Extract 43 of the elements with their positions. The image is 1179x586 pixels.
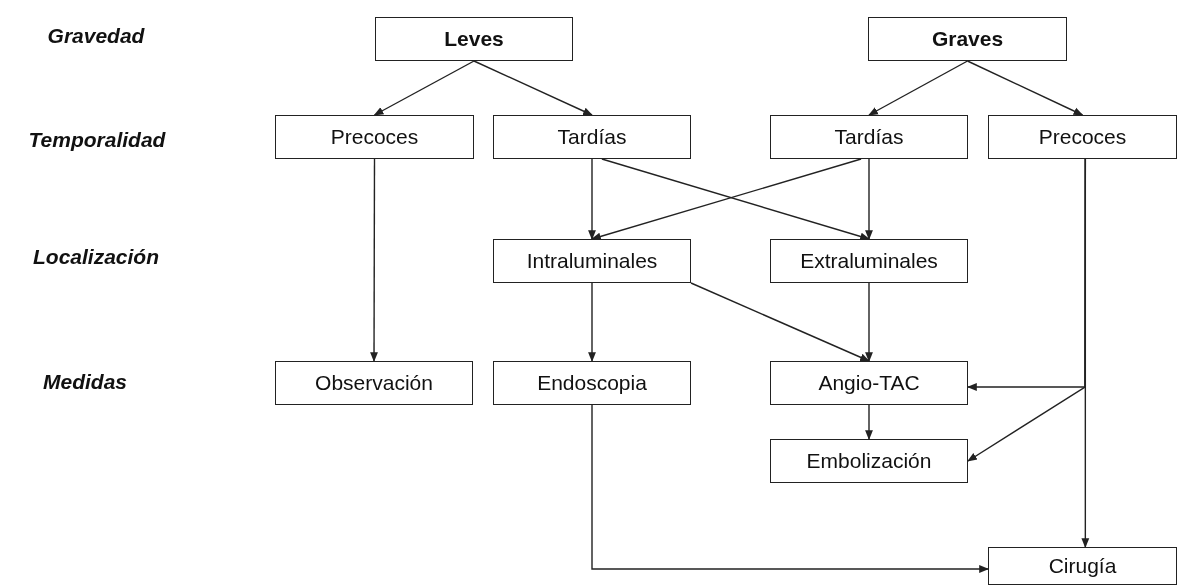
arrow — [865, 282, 873, 362]
box-label: Intraluminales — [526, 249, 658, 273]
arrow — [473, 60, 593, 116]
box-label: Angio-TAC — [818, 371, 920, 395]
arrow — [690, 282, 870, 362]
arrow — [370, 158, 378, 362]
row-label: Medidas — [43, 370, 127, 394]
process-box — [770, 439, 968, 483]
arrow — [868, 60, 969, 116]
box-label: Graves — [931, 27, 1004, 51]
process-box — [275, 361, 473, 405]
process-box — [770, 239, 968, 283]
process-box — [988, 547, 1177, 585]
process-box — [375, 17, 573, 61]
box-label: Tardías — [834, 125, 904, 149]
process-box — [493, 115, 691, 159]
box-label: Precoces — [1038, 125, 1127, 149]
arrow — [865, 404, 873, 440]
box-label: Precoces — [330, 125, 419, 149]
box-label: Leves — [444, 27, 504, 51]
box-label: Tardías — [557, 125, 627, 149]
arrow — [865, 158, 873, 240]
process-box — [493, 239, 691, 283]
box-label: Endoscopia — [537, 371, 647, 395]
process-box — [988, 115, 1177, 159]
arrow — [591, 404, 989, 573]
row-label: Temporalidad — [28, 128, 166, 152]
arrow — [1081, 158, 1090, 548]
arrow — [588, 157, 596, 240]
row-label: Localización — [33, 245, 159, 269]
arrow — [966, 60, 1084, 116]
row-label: Gravedad — [47, 24, 145, 48]
process-box — [770, 361, 968, 405]
arrow — [588, 282, 596, 362]
process-box — [770, 115, 968, 159]
arrow — [373, 60, 475, 116]
box-label: Cirugía — [1048, 554, 1117, 578]
process-box — [275, 115, 474, 159]
box-label: Extraluminales — [800, 249, 938, 273]
process-box — [868, 17, 1067, 61]
process-box — [493, 361, 691, 405]
box-label: Embolización — [806, 449, 932, 473]
box-label: Observación — [315, 371, 433, 395]
